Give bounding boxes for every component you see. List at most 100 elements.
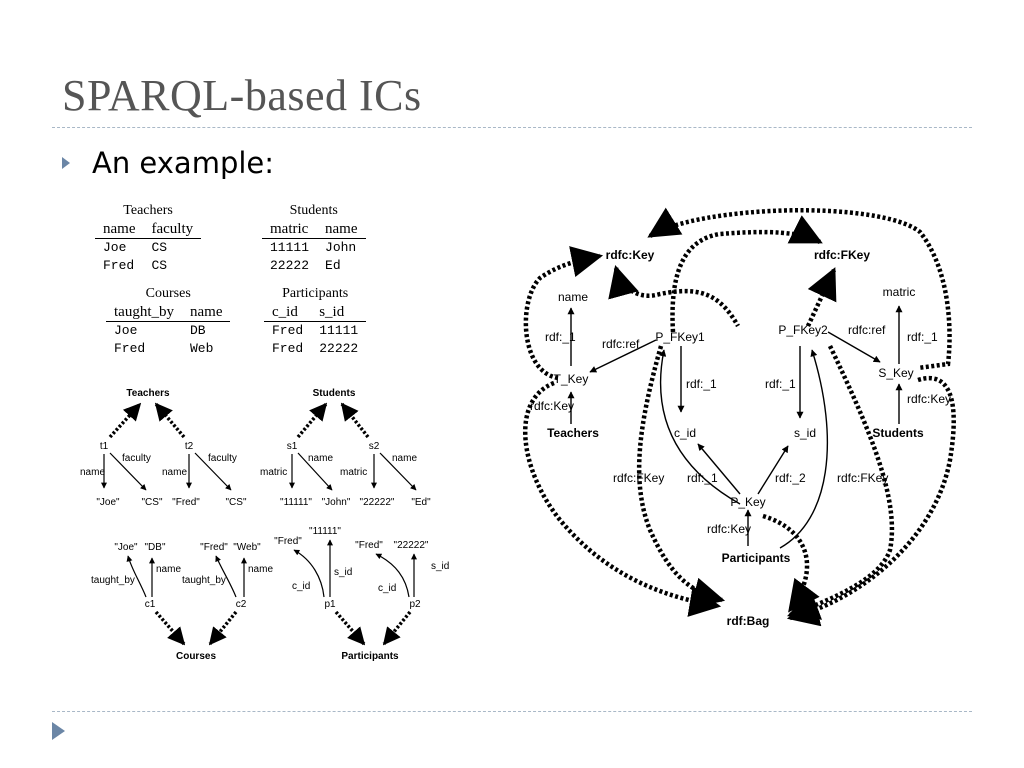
type-edge bbox=[154, 610, 186, 646]
literal-node: "22222" bbox=[394, 540, 429, 551]
edge-label: name bbox=[162, 467, 187, 478]
literal-node: "CS" bbox=[142, 497, 163, 508]
graph-node: Teachers bbox=[547, 426, 599, 440]
edge-label: rdfc:ref bbox=[602, 337, 640, 351]
type-edge bbox=[787, 345, 895, 620]
edge-label: c_id bbox=[292, 581, 310, 592]
graph-node: T_Key bbox=[554, 372, 589, 386]
instance-node: p1 bbox=[324, 599, 336, 610]
table-cell: CS bbox=[151, 258, 168, 273]
table-cell: 11111 bbox=[319, 323, 359, 338]
table-row: Fred CS bbox=[95, 257, 201, 275]
students-instance-graph: Students s1 s2 matric name matric name "… bbox=[260, 388, 431, 508]
column-header: name bbox=[317, 221, 366, 239]
property-edge bbox=[757, 445, 789, 495]
graph-node: S_Key bbox=[878, 366, 913, 380]
edge-label: rdf:_1 bbox=[687, 471, 718, 485]
edge-label: rdf:_1 bbox=[545, 330, 576, 344]
column-header: s_id bbox=[311, 304, 367, 322]
table-cell: Web bbox=[190, 341, 214, 356]
edge-label: s_id bbox=[334, 567, 352, 578]
graph-node: P_FKey1 bbox=[655, 330, 705, 344]
column-header: faculty bbox=[143, 221, 202, 239]
slide-title: SPARQL-based ICs bbox=[62, 71, 422, 120]
footer-divider bbox=[52, 711, 972, 712]
literal-node: "Fred" bbox=[274, 536, 302, 547]
literal-node: "Ed" bbox=[411, 497, 431, 508]
instance-node: p2 bbox=[409, 599, 421, 610]
edge-label: faculty bbox=[208, 453, 237, 464]
table-cell: CS bbox=[151, 240, 168, 255]
edge-label: rdf:_2 bbox=[775, 471, 806, 485]
constraint-graph bbox=[523, 207, 956, 627]
property-edge bbox=[126, 555, 147, 598]
graph-node: name bbox=[558, 290, 588, 304]
instance-node: c2 bbox=[236, 599, 247, 610]
literal-node: "11111" bbox=[280, 497, 312, 508]
edge-label: name bbox=[392, 453, 417, 464]
literal-node: "Fred" bbox=[172, 497, 200, 508]
type-edge bbox=[523, 380, 722, 617]
bullet-item: An example: bbox=[62, 146, 274, 180]
literal-node: "Joe" bbox=[96, 497, 120, 508]
literal-node: "CS" bbox=[226, 497, 247, 508]
next-slide-icon[interactable] bbox=[52, 722, 65, 740]
property-edge bbox=[589, 339, 657, 373]
literal-node: "John" bbox=[322, 497, 351, 508]
edge-label: rdfc:Key bbox=[707, 522, 751, 536]
property-edge bbox=[659, 349, 741, 505]
table-cell: Joe bbox=[103, 240, 127, 255]
edge-label: rdfc:Key bbox=[530, 399, 574, 413]
type-edge bbox=[647, 207, 952, 371]
property-edge bbox=[215, 555, 237, 598]
teachers-instance-graph: Teachers t1 t2 name faculty name faculty… bbox=[80, 388, 247, 508]
table-cell: 22222 bbox=[270, 258, 310, 273]
graph-node: matric bbox=[883, 285, 916, 299]
table-cell: 22222 bbox=[319, 341, 359, 356]
edge-label: taught_by bbox=[182, 575, 226, 586]
type-edge bbox=[296, 402, 328, 439]
literal-node: "Web" bbox=[233, 542, 261, 553]
literal-node: "DB" bbox=[145, 542, 166, 553]
table-caption: Students bbox=[289, 203, 338, 218]
edge-label: faculty bbox=[122, 453, 151, 464]
graph-node: P_FKey2 bbox=[778, 323, 828, 337]
graph-node: Students bbox=[872, 426, 924, 440]
type-edge bbox=[786, 376, 956, 627]
property-edge bbox=[379, 452, 417, 491]
type-edge bbox=[382, 610, 412, 646]
instance-node: t1 bbox=[100, 441, 109, 452]
graph-node: rdfc:FKey bbox=[814, 248, 870, 262]
courses-instance-graph: "Joe" "DB" "Fred" "Web" taught_by name t… bbox=[91, 542, 273, 662]
edge-label: name bbox=[308, 453, 333, 464]
table-cell: DB bbox=[190, 323, 206, 338]
edge-label: rdf:_1 bbox=[907, 330, 938, 344]
type-edge bbox=[805, 267, 837, 327]
type-edge bbox=[608, 264, 740, 328]
graph-node: P_Key bbox=[730, 495, 765, 509]
constraint-graph-labels: rdfc:Key rdfc:FKey rdf:Bag name matric T… bbox=[530, 248, 951, 628]
edge-label: name bbox=[248, 564, 273, 575]
table-cell: Joe bbox=[114, 323, 138, 338]
graph-node: s_id bbox=[794, 426, 816, 440]
title-divider bbox=[52, 127, 972, 128]
table-cell: Fred bbox=[103, 258, 135, 273]
instance-node: s2 bbox=[369, 441, 380, 452]
edge-label: matric bbox=[260, 467, 287, 478]
edge-label: name bbox=[156, 564, 181, 575]
edge-label: c_id bbox=[378, 583, 396, 594]
graph-node: c_id bbox=[674, 426, 696, 440]
edge-label: name bbox=[80, 467, 105, 478]
property-edge bbox=[297, 452, 333, 491]
table-row: Joe DB bbox=[106, 322, 230, 341]
column-header: name bbox=[95, 221, 144, 239]
property-edge bbox=[109, 452, 147, 491]
type-edge bbox=[208, 610, 238, 646]
property-edge bbox=[697, 443, 741, 495]
